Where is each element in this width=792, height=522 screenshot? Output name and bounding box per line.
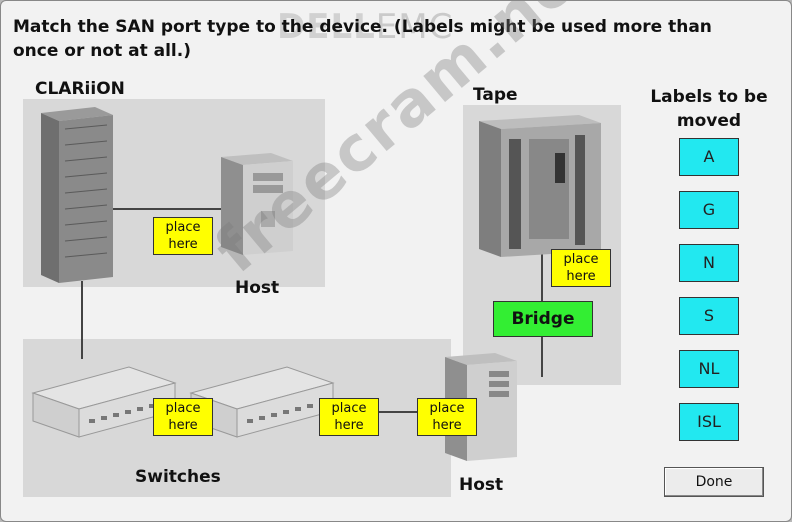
tape-library-icon [479,115,601,257]
instruction-text: Match the SAN port type to the device. (… [13,17,712,61]
label-chip-g[interactable]: G [679,191,739,229]
link-clariion-host [111,208,223,210]
drop-zone-tape-bridge[interactable]: place here [551,249,611,287]
label-chip-a[interactable]: A [679,138,739,176]
clariion-rack-icon [41,107,113,283]
link-host-bridge [541,337,543,377]
switch-left-icon [31,366,177,438]
palette-title: Labels to be moved [650,87,768,131]
drop-zone-host-bottom[interactable]: place here [417,398,477,436]
done-button[interactable]: Done [664,467,764,497]
drop-zone-switch-left[interactable]: place here [153,398,213,436]
host-bottom-label: Host [459,475,504,495]
switches-label: Switches [135,467,221,487]
drop-zone-switch-right[interactable]: place here [319,398,379,436]
label-chip-n[interactable]: N [679,244,739,282]
drop-zone-clariion-host[interactable]: place here [153,217,213,255]
host-tower-icon [221,153,293,255]
label-chip-isl[interactable]: ISL [679,403,739,441]
tape-label: Tape [473,85,518,105]
host-top-label: Host [235,278,280,298]
dell-emc-logo: DELLEMC [277,7,454,47]
clariion-label: CLARiiON [35,79,125,99]
label-chip-s[interactable]: S [679,297,739,335]
link-bridge-tape [541,241,543,301]
label-chip-nl[interactable]: NL [679,350,739,388]
link-clariion-switch [81,281,83,359]
bridge-box: Bridge [493,301,593,337]
